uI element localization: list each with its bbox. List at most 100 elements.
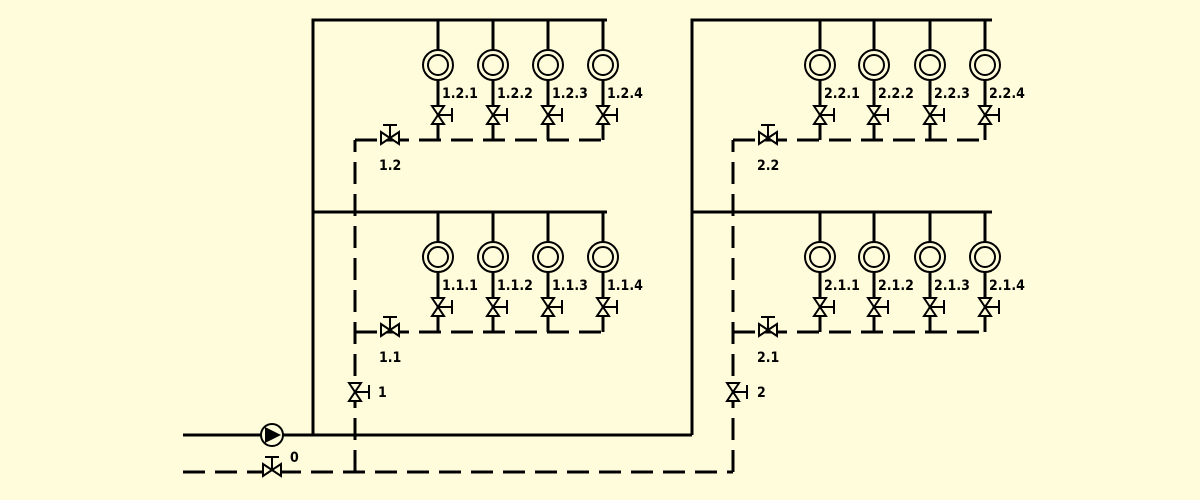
radiator-label: 2.2.4	[989, 86, 1025, 102]
radiator: 2.2.4	[969, 20, 1025, 140]
radiator-inner	[919, 54, 941, 76]
valve-icon	[347, 382, 370, 402]
radiator-inner	[863, 246, 885, 268]
valve-icon	[866, 297, 889, 317]
valve-icon	[977, 297, 1000, 317]
radiator-inner	[482, 246, 504, 268]
radiator-label: 2.2.2	[878, 86, 914, 102]
valve-handle	[930, 300, 945, 314]
radiator-inner	[537, 246, 559, 268]
valve-icon	[977, 105, 1000, 125]
valve-handle	[355, 385, 370, 399]
circuit-label: 1.2	[379, 158, 401, 174]
radiator: 2.1.1	[804, 212, 860, 332]
valve-icon	[540, 105, 563, 125]
valve-icon	[380, 316, 400, 338]
valve-stem	[265, 456, 279, 470]
valve-stem	[761, 124, 775, 138]
valve-handle	[733, 385, 748, 399]
circuit-label: 1.1	[379, 350, 401, 366]
valve-icon	[430, 297, 453, 317]
valve-handle	[493, 300, 508, 314]
valve-stem	[761, 316, 775, 330]
valve-stem	[383, 316, 397, 330]
radiator: 1.2.2	[477, 20, 533, 140]
circuit-label: 2.2	[757, 158, 779, 174]
pump-icon	[265, 427, 281, 443]
valve-icon	[758, 124, 778, 146]
radiator-label: 2.2.3	[934, 86, 970, 102]
valve-handle	[930, 108, 945, 122]
supply-pipes	[183, 18, 992, 437]
valve-handle	[548, 108, 563, 122]
radiator: 2.2.3	[914, 20, 970, 140]
radiator: 1.1.2	[477, 212, 533, 332]
radiator: 1.2.1	[422, 20, 478, 140]
valve-handle	[603, 108, 618, 122]
valve-icon	[430, 105, 453, 125]
valve-icon	[866, 105, 889, 125]
radiator: 1.2.3	[532, 20, 588, 140]
radiator-label: 2.2.1	[824, 86, 860, 102]
valve-handle	[493, 108, 508, 122]
return-pipes	[183, 140, 735, 474]
radiator-label: 1.2.2	[497, 86, 533, 102]
valve-icon	[812, 297, 835, 317]
radiator: 1.1.4	[587, 212, 643, 332]
valve-handle	[820, 108, 835, 122]
valve-label-2: 2	[757, 385, 766, 401]
radiator-label: 1.2.3	[552, 86, 588, 102]
radiator: 2.1.3	[914, 212, 970, 332]
radiator-label: 1.1.3	[552, 278, 588, 294]
valve-icon	[812, 105, 835, 125]
radiator-inner	[592, 246, 614, 268]
radiator-label: 2.1.2	[878, 278, 914, 294]
radiator-label: 2.1.3	[934, 278, 970, 294]
valve-handle	[985, 300, 1000, 314]
radiator: 1.1.1	[422, 212, 478, 332]
circuit-2-2: 2.2 2.2.1 2.2.2 2.2.3 2.2.4	[733, 20, 1025, 174]
valve-icon	[380, 124, 400, 146]
radiator-label: 2.1.4	[989, 278, 1025, 294]
radiator-inner	[863, 54, 885, 76]
valve-handle	[874, 108, 889, 122]
radiator-label: 1.1.2	[497, 278, 533, 294]
valve-icon	[485, 105, 508, 125]
radiator: 2.1.4	[969, 212, 1025, 332]
radiator-label: 1.2.1	[442, 86, 478, 102]
valve-icon	[595, 105, 618, 125]
valve-icon	[725, 382, 748, 402]
valve-handle	[548, 300, 563, 314]
radiator-inner	[537, 54, 559, 76]
radiator-inner	[427, 54, 449, 76]
radiator: 1.1.3	[532, 212, 588, 332]
valve-label-1: 1	[378, 385, 387, 401]
valve-handle	[820, 300, 835, 314]
pump	[260, 423, 284, 447]
radiator-inner	[427, 246, 449, 268]
valve-handle	[874, 300, 889, 314]
radiator-inner	[809, 54, 831, 76]
radiator: 2.1.2	[858, 212, 914, 332]
radiator-inner	[974, 54, 996, 76]
radiator: 1.2.4	[587, 20, 643, 140]
radiator-inner	[919, 246, 941, 268]
radiator-inner	[482, 54, 504, 76]
valve-icon	[485, 297, 508, 317]
radiator-inner	[809, 246, 831, 268]
valve-icon	[758, 316, 778, 338]
circuit-label: 2.1	[757, 350, 779, 366]
valve-icon	[262, 456, 282, 478]
radiator: 2.2.2	[858, 20, 914, 140]
radiator-label: 2.1.1	[824, 278, 860, 294]
radiator-inner	[592, 54, 614, 76]
radiator-inner	[974, 246, 996, 268]
valve-icon	[922, 297, 945, 317]
valve-icon	[540, 297, 563, 317]
valve-handle	[985, 108, 1000, 122]
valve-handle	[438, 108, 453, 122]
valve-stem	[383, 124, 397, 138]
